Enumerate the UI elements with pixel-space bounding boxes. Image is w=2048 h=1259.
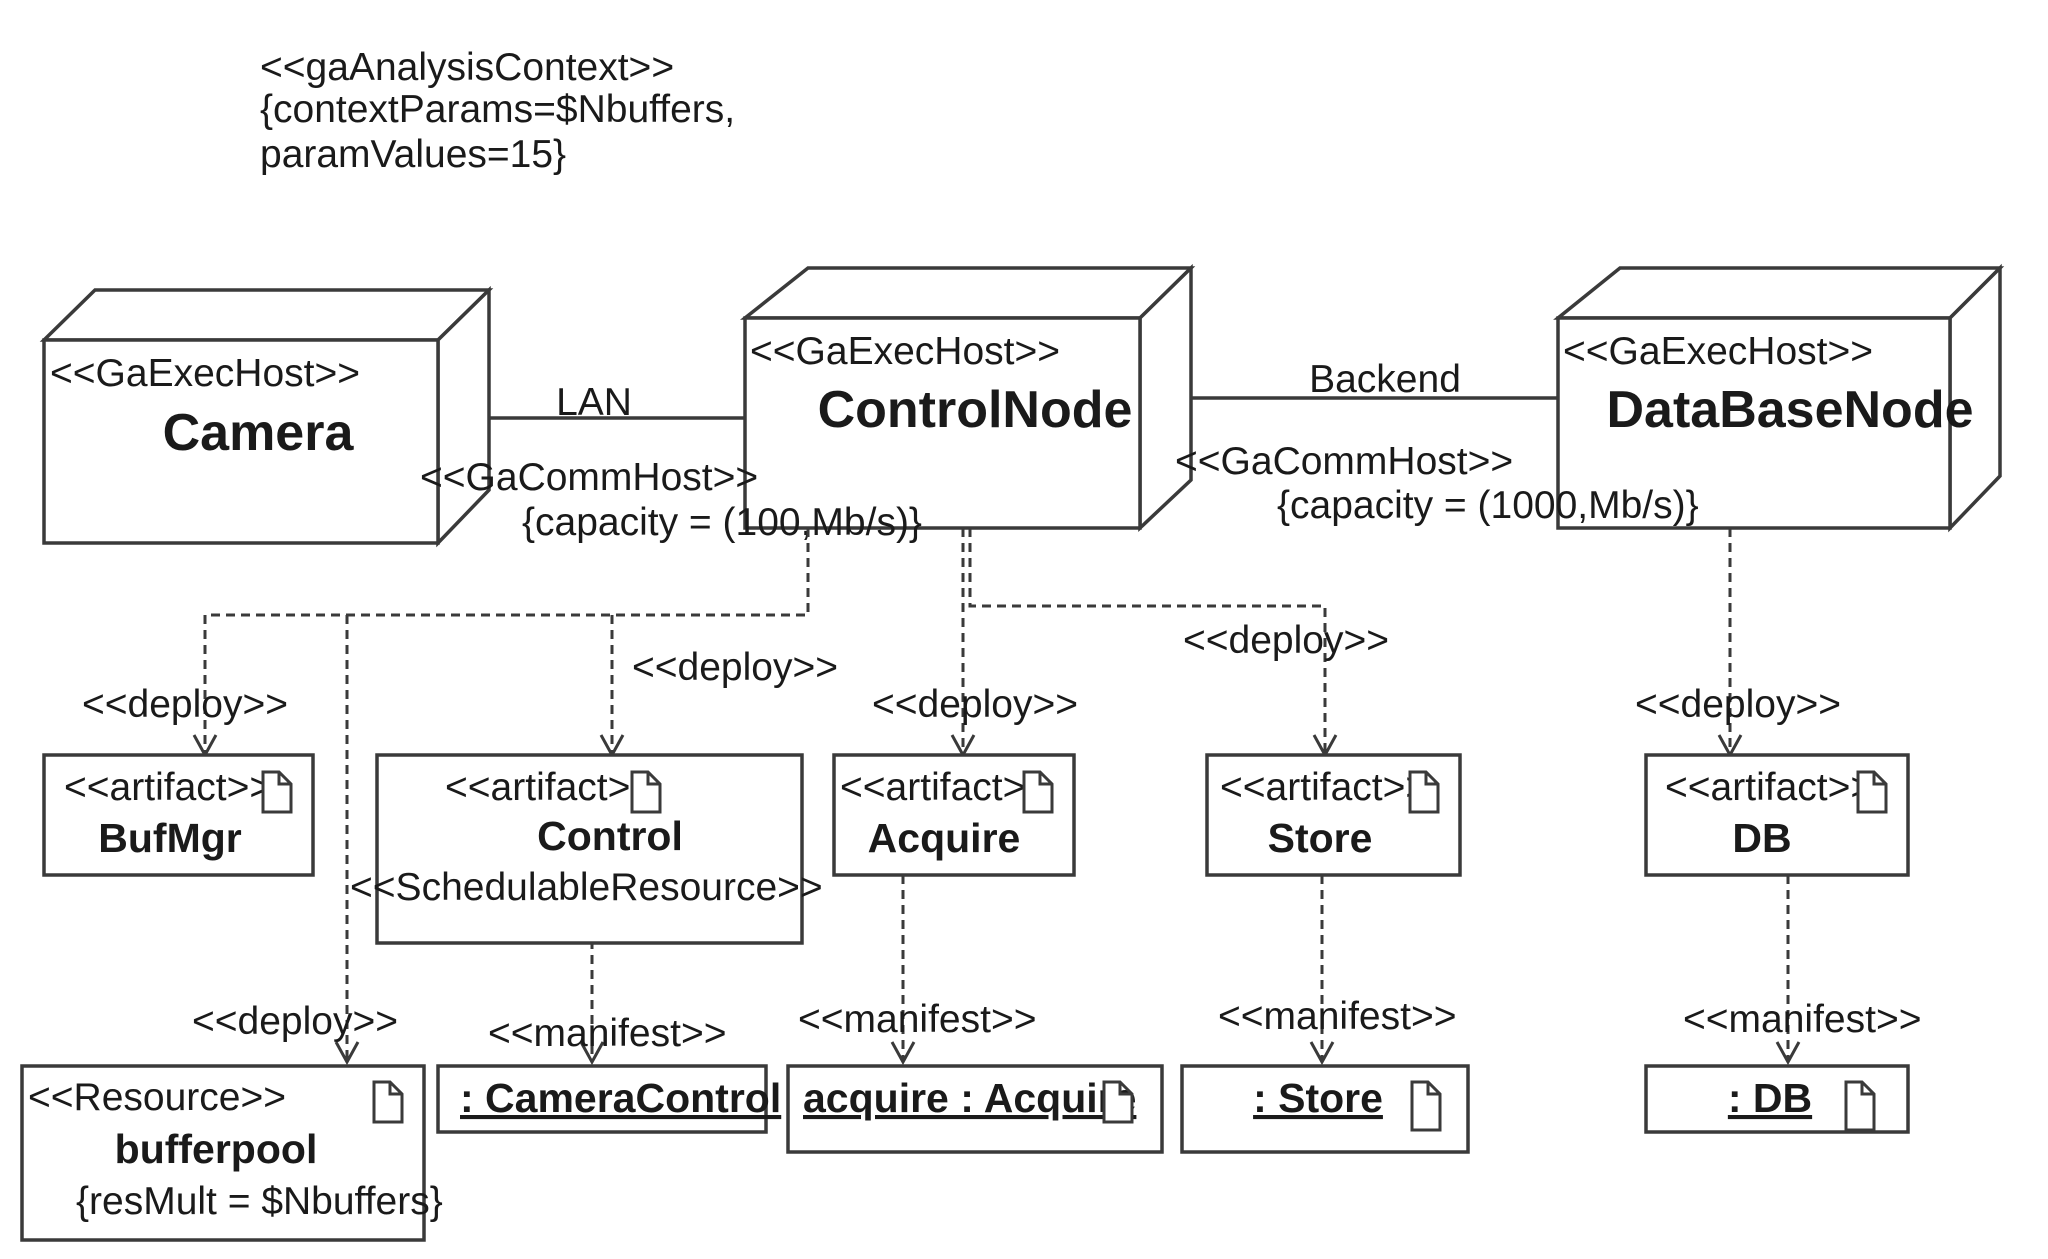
context-values: paramValues=15}	[260, 133, 566, 176]
artifact-acquire-name: Acquire	[868, 815, 1021, 861]
instance-bufferpool: <<Resource>> bufferpool {resMult = $Nbuf…	[20, 1064, 443, 1242]
manifest-label-acquire: <<manifest>>	[798, 998, 1037, 1041]
control-node-stereotype: <<GaExecHost>>	[750, 330, 1060, 373]
artifact-db-doc-icon	[1856, 770, 1888, 814]
cameracontrol-name: : CameraControl	[460, 1075, 781, 1121]
store-instance-name: : Store	[1253, 1075, 1383, 1121]
acquire-instance-name: acquire : Acquire	[803, 1075, 1136, 1121]
deploy-label-control: <<deploy>>	[632, 646, 838, 689]
deploy-label-store: <<deploy>>	[1183, 619, 1389, 662]
instance-store: : Store	[1180, 1064, 1470, 1154]
backend-stereotype: <<GaCommHost>>	[1175, 440, 1513, 483]
artifact-control: <<artifact>> Control <<SchedulableResour…	[350, 753, 823, 945]
artifact-control-extra: <<SchedulableResource>>	[350, 866, 823, 909]
artifact-control-stereotype: <<artifact>>	[445, 766, 653, 809]
manifest-label-store: <<manifest>>	[1218, 995, 1457, 1038]
lan-stereotype: <<GaCommHost>>	[420, 456, 758, 499]
camera-name: Camera	[163, 404, 355, 462]
deploy-lines	[192, 528, 1801, 1066]
artifact-db-name: DB	[1732, 815, 1791, 861]
artifact-bufmgr-name: BufMgr	[98, 815, 242, 861]
artifact-acquire-doc-icon	[1022, 770, 1054, 814]
db-instance-name: : DB	[1728, 1075, 1812, 1121]
database-node: <<GaExecHost>> DataBaseNode	[1553, 263, 2005, 533]
artifact-bufmgr-doc-icon	[261, 770, 293, 814]
lan-capacity: {capacity = (100,Mb/s)}	[522, 501, 922, 544]
bufferpool-name: bufferpool	[115, 1126, 318, 1172]
artifact-store-stereotype: <<artifact>>	[1220, 766, 1428, 809]
camera-stereotype: <<GaExecHost>>	[50, 352, 360, 395]
analysis-context: <<gaAnalysisContext>> {contextParams=$Nb…	[260, 46, 735, 176]
backend-label: Backend	[1309, 358, 1461, 401]
deploy-label-acquire: <<deploy>>	[872, 683, 1078, 726]
manifest-label-cameracontrol: <<manifest>>	[488, 1012, 727, 1055]
control-node-name: ControlNode	[818, 381, 1133, 439]
instance-db: : DB	[1644, 1064, 1910, 1134]
bufferpool-doc-icon	[372, 1080, 404, 1124]
bufferpool-constraint: {resMult = $Nbuffers}	[76, 1180, 443, 1223]
database-node-stereotype: <<GaExecHost>>	[1563, 330, 1873, 373]
deploy-label-bufferpool: <<deploy>>	[192, 1000, 398, 1043]
artifact-store: <<artifact>> Store	[1205, 753, 1462, 877]
context-params: {contextParams=$Nbuffers,	[260, 88, 735, 131]
artifact-db: <<artifact>> DB	[1644, 753, 1910, 877]
lan-label: LAN	[556, 381, 632, 424]
instance-cameracontrol: : CameraControl	[436, 1064, 781, 1134]
artifact-store-doc-icon	[1408, 770, 1440, 814]
artifact-acquire-stereotype: <<artifact>>	[840, 766, 1048, 809]
artifact-store-name: Store	[1268, 815, 1373, 861]
backend-capacity: {capacity = (1000,Mb/s)}	[1277, 484, 1699, 527]
instance-acquire: acquire : Acquire	[786, 1064, 1164, 1154]
store-instance-doc-icon	[1410, 1080, 1442, 1132]
deploy-label-db: <<deploy>>	[1635, 683, 1841, 726]
artifact-control-name: Control	[537, 813, 683, 859]
manifest-label-db: <<manifest>>	[1683, 998, 1922, 1041]
artifact-acquire: <<artifact>> Acquire	[832, 753, 1076, 877]
artifact-bufmgr: <<artifact>> BufMgr	[42, 753, 315, 877]
deploy-label-bufmgr: <<deploy>>	[82, 683, 288, 726]
acquire-instance-doc-icon	[1102, 1080, 1134, 1124]
artifact-control-doc-icon	[630, 770, 662, 814]
database-node-name: DataBaseNode	[1606, 381, 1973, 439]
context-stereotype: <<gaAnalysisContext>>	[260, 46, 674, 89]
artifact-db-stereotype: <<artifact>>	[1665, 766, 1873, 809]
bufferpool-stereotype: <<Resource>>	[28, 1076, 286, 1119]
camera-node: <<GaExecHost>> Camera	[39, 285, 494, 548]
db-instance-doc-icon	[1844, 1080, 1876, 1132]
control-node: <<GaExecHost>> ControlNode	[739, 263, 1196, 533]
artifact-bufmgr-stereotype: <<artifact>>	[64, 766, 272, 809]
